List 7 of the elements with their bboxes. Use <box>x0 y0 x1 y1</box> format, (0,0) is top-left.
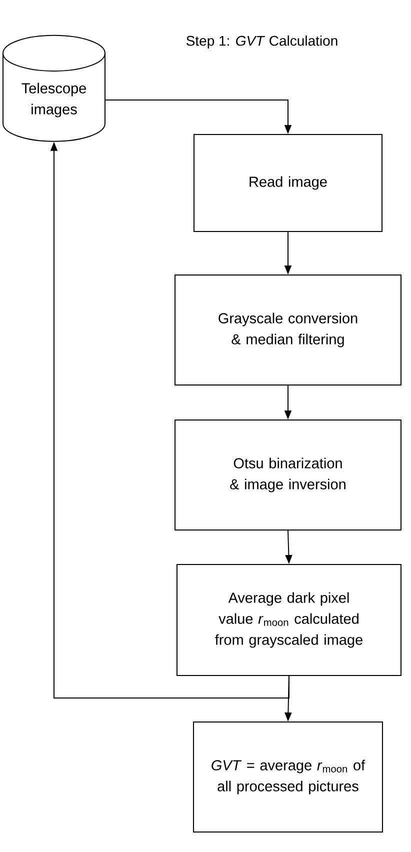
database-cylinder: Telescope images <box>2 34 106 142</box>
title: Step 1: GVT Calculation <box>186 35 338 49</box>
process-box: Grayscale conversion & median filtering <box>174 274 402 386</box>
process-box: GVT = average r$_{moon}$ of all processed pictures <box>193 722 383 832</box>
process-box: Otsu binarization & image inversion <box>174 420 402 530</box>
process-box: Read image <box>194 134 382 232</box>
process-box: Average dark pixel value r$_{moon}$ calculated from grayscaled image <box>176 564 402 676</box>
